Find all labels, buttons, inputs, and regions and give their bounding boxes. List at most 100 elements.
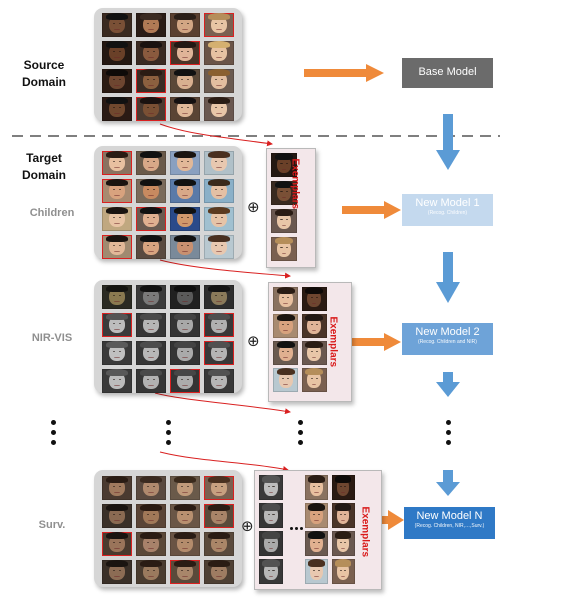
- face-mouth: [148, 519, 154, 521]
- face-mouth: [283, 356, 288, 358]
- source-face-image: [204, 41, 234, 65]
- face-mouth: [148, 356, 154, 358]
- face-eye: [146, 161, 150, 163]
- face-eye: [112, 51, 116, 53]
- face-mouth: [148, 112, 154, 114]
- exemplars-label-n: Exemplars: [359, 506, 371, 558]
- face-hair: [106, 476, 128, 484]
- face-mouth: [114, 112, 120, 114]
- nir-face-image: [204, 341, 234, 365]
- face-eye: [146, 379, 150, 381]
- source-face-image: [136, 13, 166, 37]
- exemplar-panel-2: Exemplars: [268, 282, 352, 402]
- face-eye: [287, 324, 290, 326]
- face-head: [176, 287, 194, 305]
- face-eye: [152, 379, 156, 381]
- nir-vis-label: NIR-VIS: [31, 332, 73, 344]
- face-head: [278, 370, 293, 388]
- face-mouth: [114, 328, 120, 330]
- face-head: [278, 289, 293, 307]
- face-hair: [174, 504, 196, 512]
- face-hair: [308, 559, 325, 567]
- face-eye: [118, 217, 122, 219]
- face-mouth: [148, 328, 154, 330]
- face-eye: [287, 378, 290, 380]
- face-eye: [180, 486, 184, 488]
- new-model-n-subtitle: (Recog. Children, NIR,…,Surv.): [414, 523, 485, 529]
- nir-face-image: [204, 285, 234, 309]
- face-eye: [220, 161, 224, 163]
- face-hair: [334, 559, 352, 567]
- face-head: [142, 99, 160, 117]
- face-mouth: [182, 112, 188, 114]
- face-hair: [140, 532, 162, 540]
- face-head: [142, 315, 160, 333]
- nir-face-panel: [94, 280, 242, 393]
- face-head: [210, 506, 228, 524]
- surv-face-image: [136, 504, 166, 528]
- face-hair: [174, 369, 196, 377]
- children-face-image: [102, 235, 132, 259]
- face-hair: [174, 151, 196, 159]
- tgtLabel-line-1: Domain: [21, 168, 66, 182]
- face-mouth: [148, 194, 154, 196]
- face-hair: [334, 531, 352, 539]
- face-mouth: [216, 194, 222, 196]
- source-face-image: [136, 97, 166, 121]
- face-mouth: [216, 384, 222, 386]
- face-eye: [118, 514, 122, 516]
- face-eye: [214, 23, 218, 25]
- surv-face-image: [136, 560, 166, 584]
- face-eye: [186, 379, 190, 381]
- face-eye: [220, 245, 224, 247]
- face-eye: [118, 107, 122, 109]
- children-face-image: [136, 207, 166, 231]
- exemplar-face-image: [305, 503, 328, 528]
- face-head: [142, 237, 160, 255]
- face-eye: [310, 351, 313, 353]
- face-mouth: [281, 224, 287, 226]
- face-eye: [180, 514, 184, 516]
- face-eye: [152, 23, 156, 25]
- face-eye: [146, 486, 150, 488]
- face-eye: [313, 513, 316, 515]
- face-hair: [208, 560, 230, 568]
- nir-face-image: [102, 313, 132, 337]
- face-head: [176, 534, 194, 552]
- face-head: [142, 562, 160, 580]
- face-mouth: [268, 547, 274, 549]
- blue-arrow-4: [436, 470, 460, 496]
- nir-face-image: [170, 313, 200, 337]
- surv-face-image: [204, 476, 234, 500]
- nir-face-image: [136, 369, 166, 393]
- face-mouth: [114, 575, 120, 577]
- face-hair: [140, 41, 162, 49]
- face-mouth: [148, 491, 154, 493]
- face-eye: [180, 217, 184, 219]
- face-mouth: [216, 250, 222, 252]
- face-head: [176, 99, 194, 117]
- exemplar-face-image: [273, 341, 298, 365]
- face-eye: [152, 351, 156, 353]
- exemplar-face-image: [259, 531, 283, 556]
- exemplar-panel-n: Exemplars: [254, 470, 382, 590]
- face-eye: [146, 245, 150, 247]
- face-eye: [152, 217, 156, 219]
- face-head: [176, 153, 194, 171]
- face-eye: [280, 163, 283, 165]
- face-head: [278, 316, 293, 334]
- nir-face-image: [204, 313, 234, 337]
- face-head: [108, 181, 126, 199]
- face-hair: [174, 560, 196, 568]
- face-hair: [174, 13, 196, 21]
- face-eye: [180, 542, 184, 544]
- source-face-image: [102, 13, 132, 37]
- face-hair: [208, 341, 230, 349]
- face-hair: [208, 179, 230, 187]
- face-mouth: [114, 547, 120, 549]
- face-mouth: [148, 575, 154, 577]
- exemplar-link-4: [159, 451, 289, 472]
- surv-face-image: [204, 532, 234, 556]
- face-mouth: [268, 519, 274, 521]
